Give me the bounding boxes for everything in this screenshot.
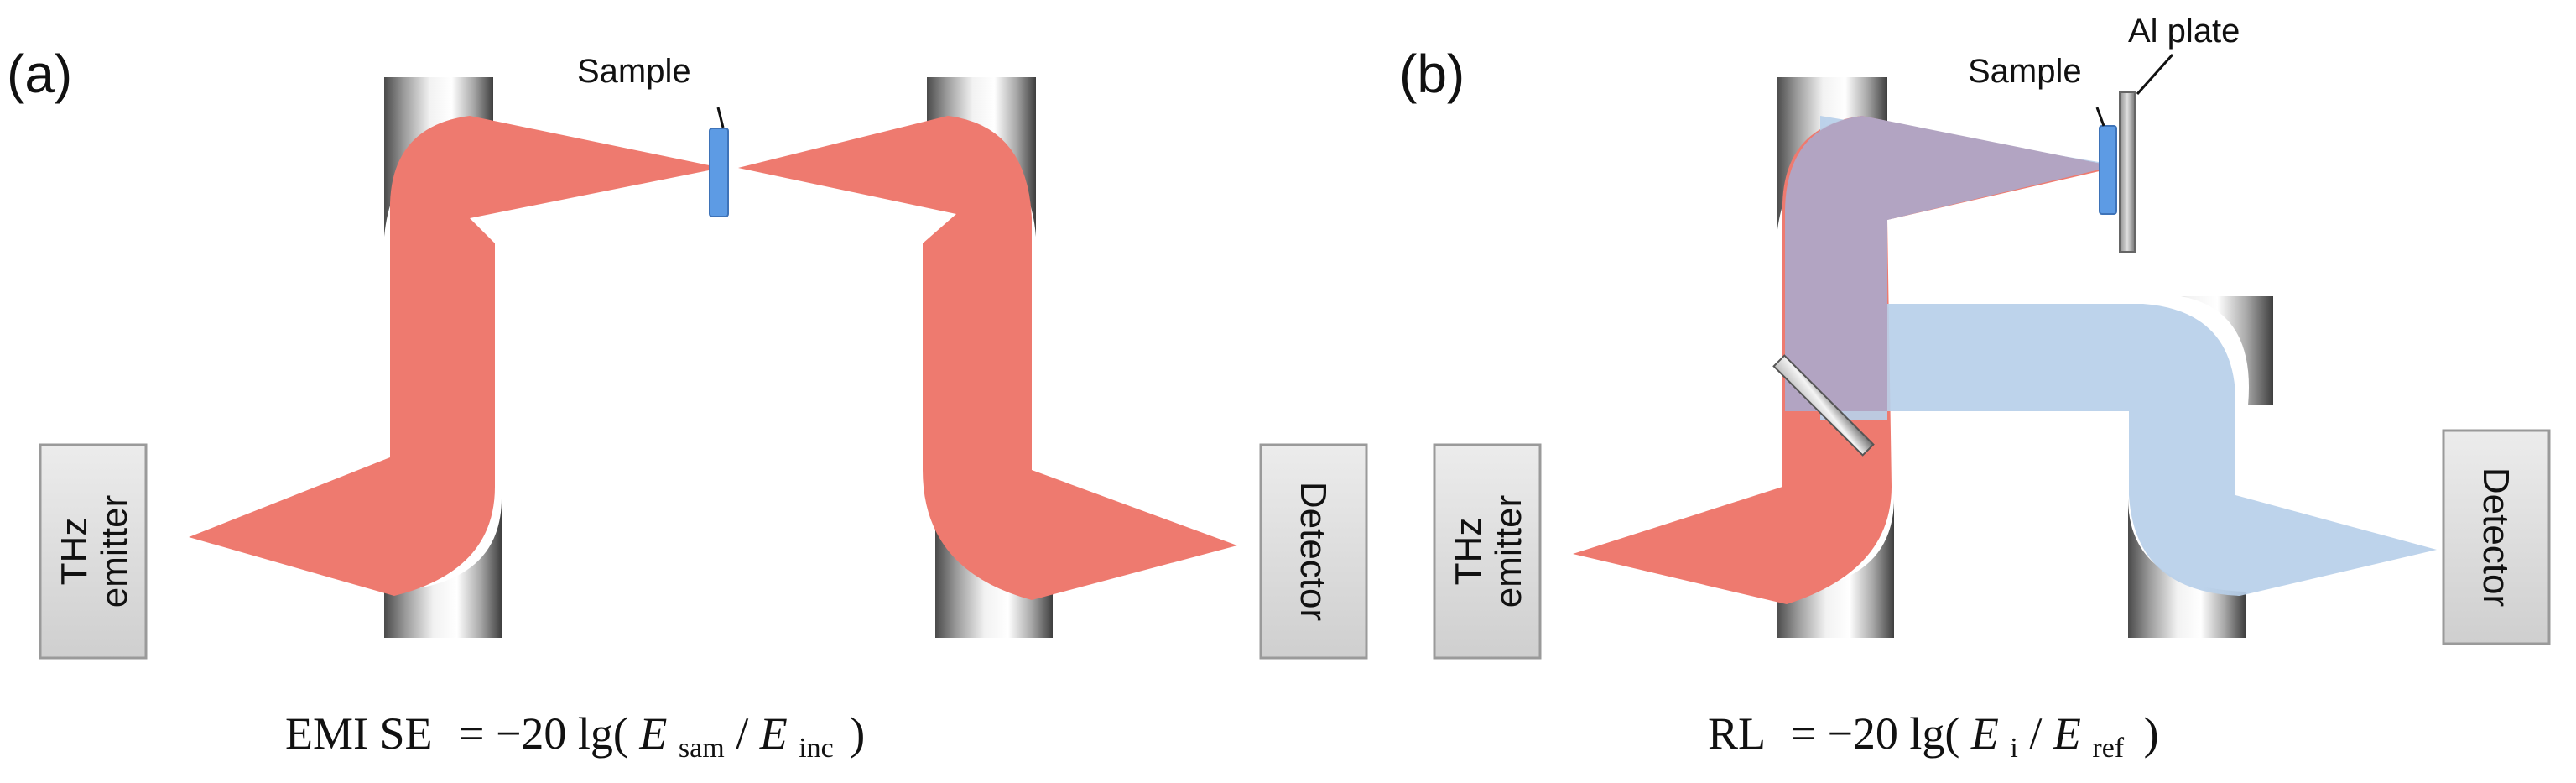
beam-a-right	[738, 116, 1237, 600]
al-plate-label: Al plate	[2128, 13, 2240, 50]
sample-b-label: Sample	[1968, 53, 2082, 90]
al-plate	[2119, 91, 2136, 253]
beam-b-reflected	[1820, 116, 2437, 596]
sample-a	[709, 128, 729, 217]
panel-b-tag: (b)	[1399, 44, 1465, 104]
sample-a-label: Sample	[577, 53, 691, 90]
sample-b	[2099, 125, 2117, 215]
emitter-a-label-2: emitter	[94, 495, 135, 608]
beam-b-overlap	[1785, 116, 2114, 411]
thz-emitter-b: THz emitter	[1433, 443, 1542, 660]
detector-b: Detector	[2442, 429, 2551, 645]
panel-a-tag: (a)	[7, 44, 72, 104]
beam-splitter	[1772, 354, 1875, 457]
equation-a: EMI SE = −20 lg( E sam / E inc )	[285, 708, 865, 767]
detector-a: Detector	[1259, 443, 1368, 660]
thz-emitter-a: THz emitter	[39, 443, 148, 660]
detector-a-label: Detector	[1293, 482, 1334, 621]
panel-b: (b) Sample Al plate	[1399, 13, 2551, 767]
emitter-b-label-2: emitter	[1488, 495, 1529, 608]
beam-a-left	[189, 116, 721, 596]
emitter-a-label-1: THz	[54, 518, 95, 586]
emitter-b-label-1: THz	[1448, 518, 1489, 586]
equation-b: RL = −20 lg( E i / E ref )	[1708, 708, 2159, 767]
detector-b-label: Detector	[2475, 467, 2516, 607]
panel-a: (a) Sample THz emitte	[7, 44, 1368, 767]
